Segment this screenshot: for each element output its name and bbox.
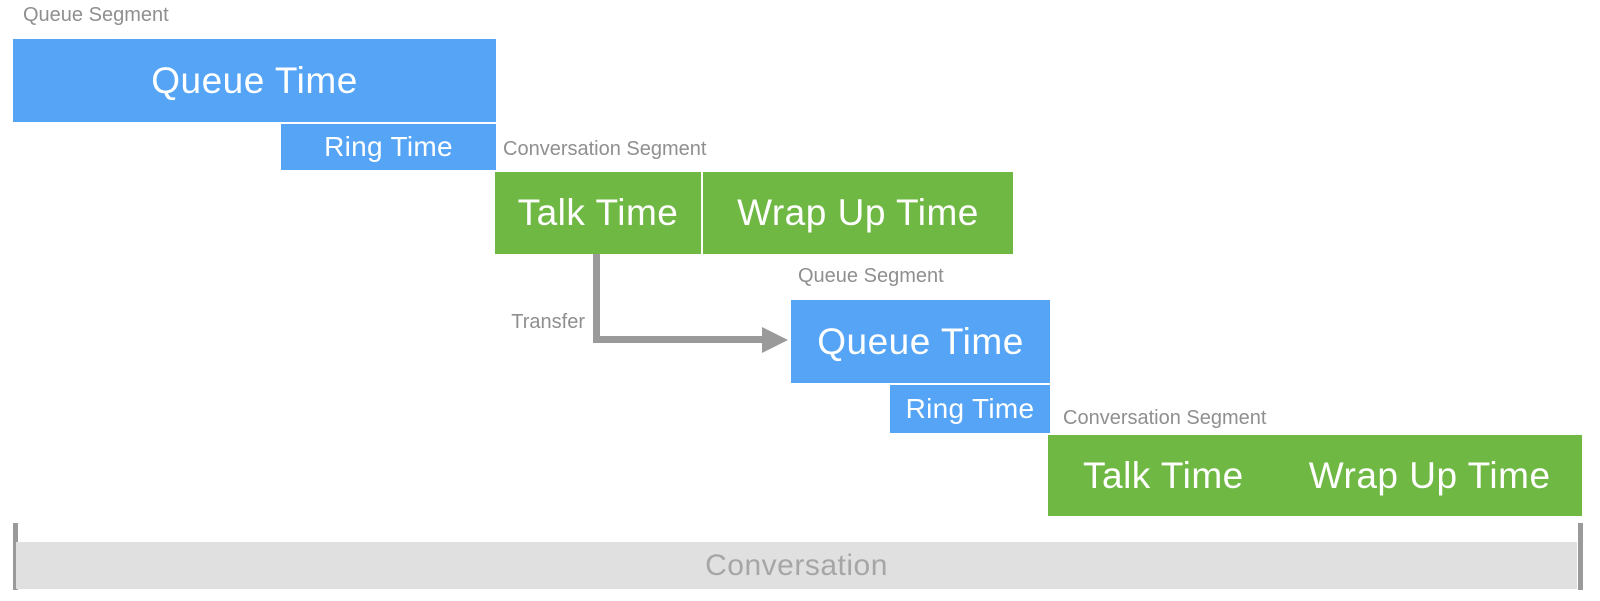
conversation-timeline-label: Conversation: [705, 548, 888, 582]
ring-time-1-bar: Ring Time: [281, 124, 496, 170]
queue-segment-1-label: Queue Segment: [23, 4, 169, 26]
ring-time-2-label: Ring Time: [905, 393, 1035, 424]
conversation-segment-1-label: Conversation Segment: [503, 138, 707, 160]
wrap-up-time-1-label: Wrap Up Time: [737, 192, 979, 233]
timeline-end-tick: [1578, 523, 1583, 590]
wrap-up-time-2-label: Wrap Up Time: [1308, 454, 1551, 496]
ring-time-2-bar: Ring Time: [890, 385, 1050, 433]
transfer-arrow-horizontal-line: [593, 336, 763, 343]
transfer-arrow-vertical-line: [593, 254, 600, 343]
queue-time-1-label: Queue Time: [151, 59, 358, 101]
ring-time-1-label: Ring Time: [324, 131, 453, 162]
queue-time-1-bar: Queue Time: [13, 39, 496, 122]
talk-time-1-label: Talk Time: [517, 192, 679, 233]
talk-wrap-up-2-bar: Talk Time Wrap Up Time: [1048, 435, 1582, 516]
queue-time-2-bar: Queue Time: [791, 300, 1050, 383]
queue-segment-2-label: Queue Segment: [798, 265, 944, 287]
transfer-label: Transfer: [511, 311, 585, 333]
talk-time-1-bar: Talk Time: [495, 172, 701, 254]
wrap-up-time-1-bar: Wrap Up Time: [703, 172, 1013, 254]
transfer-arrow-head-icon: [762, 327, 788, 353]
talk-time-2-label: Talk Time: [1083, 454, 1244, 496]
queue-time-2-label: Queue Time: [817, 320, 1024, 362]
conversation-segment-2-label: Conversation Segment: [1063, 407, 1267, 429]
timeline-start-tick: [13, 523, 18, 590]
conversation-timeline-bar: Conversation: [16, 542, 1577, 589]
